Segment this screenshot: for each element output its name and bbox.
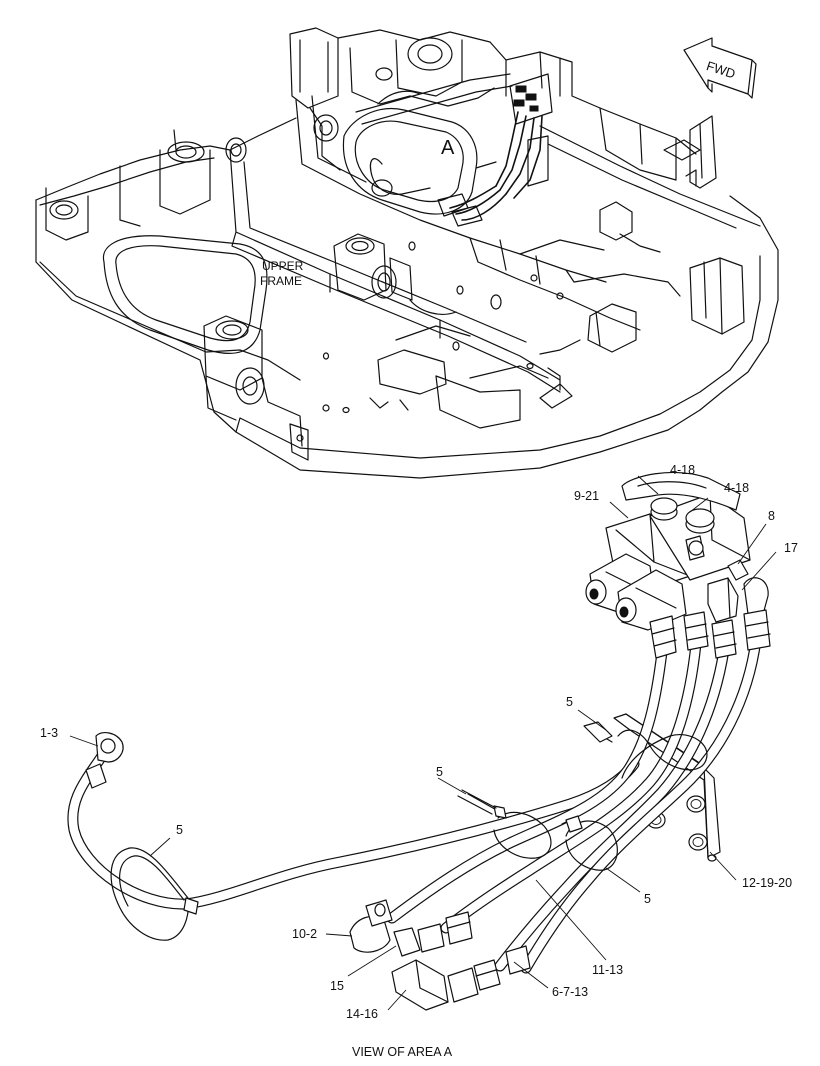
- callout-9-21: 9-21: [574, 489, 599, 503]
- area-a-detail-drawing: [67, 471, 777, 1011]
- callout-5-middle: 5: [436, 765, 443, 779]
- callout-labels: 4-18 9-21 4-18 8 17 5 1-3 5 5 5 12-19-20…: [40, 463, 798, 1021]
- hose-strap-mid: [493, 811, 552, 859]
- callout-14-16: 14-16: [346, 1007, 378, 1021]
- callout-5-upper: 5: [566, 695, 573, 709]
- callout-8: 8: [768, 509, 775, 523]
- hose-strap-right: [565, 820, 618, 871]
- callout-4-18-right: 4-18: [724, 481, 749, 495]
- callout-15: 15: [330, 979, 344, 993]
- callout-17: 17: [784, 541, 798, 555]
- leader-lines: [69, 475, 777, 1011]
- hose-strap-upper: [617, 729, 708, 779]
- frame-label-line-1: UPPER: [262, 259, 304, 273]
- callout-11-13: 11-13: [592, 963, 623, 977]
- view-title: VIEW OF AREA A: [352, 1045, 453, 1059]
- hose-strap-left: [110, 847, 189, 941]
- callout-1-3: 1-3: [40, 726, 58, 740]
- fwd-arrow: FWD: [683, 37, 757, 99]
- callout-12-19-20: 12-19-20: [742, 876, 792, 890]
- callout-10-2: 10-2: [292, 927, 317, 941]
- upper-frame-drawing: FWD A UPPER FRAME: [35, 27, 779, 479]
- frame-label-line-2: FRAME: [260, 274, 302, 288]
- lower-fittings: [349, 899, 531, 1011]
- callout-5-right: 5: [644, 892, 651, 906]
- callout-5-left: 5: [176, 823, 183, 837]
- hose-bundle: [386, 634, 762, 974]
- frame-valve-block: [369, 73, 553, 227]
- hose-left: [67, 732, 640, 910]
- callout-4-18-left: 4-18: [670, 463, 695, 477]
- solenoid-valve-block: [585, 471, 771, 659]
- callout-6-7-13: 6-7-13: [552, 985, 588, 999]
- area-callout: A: [441, 137, 455, 159]
